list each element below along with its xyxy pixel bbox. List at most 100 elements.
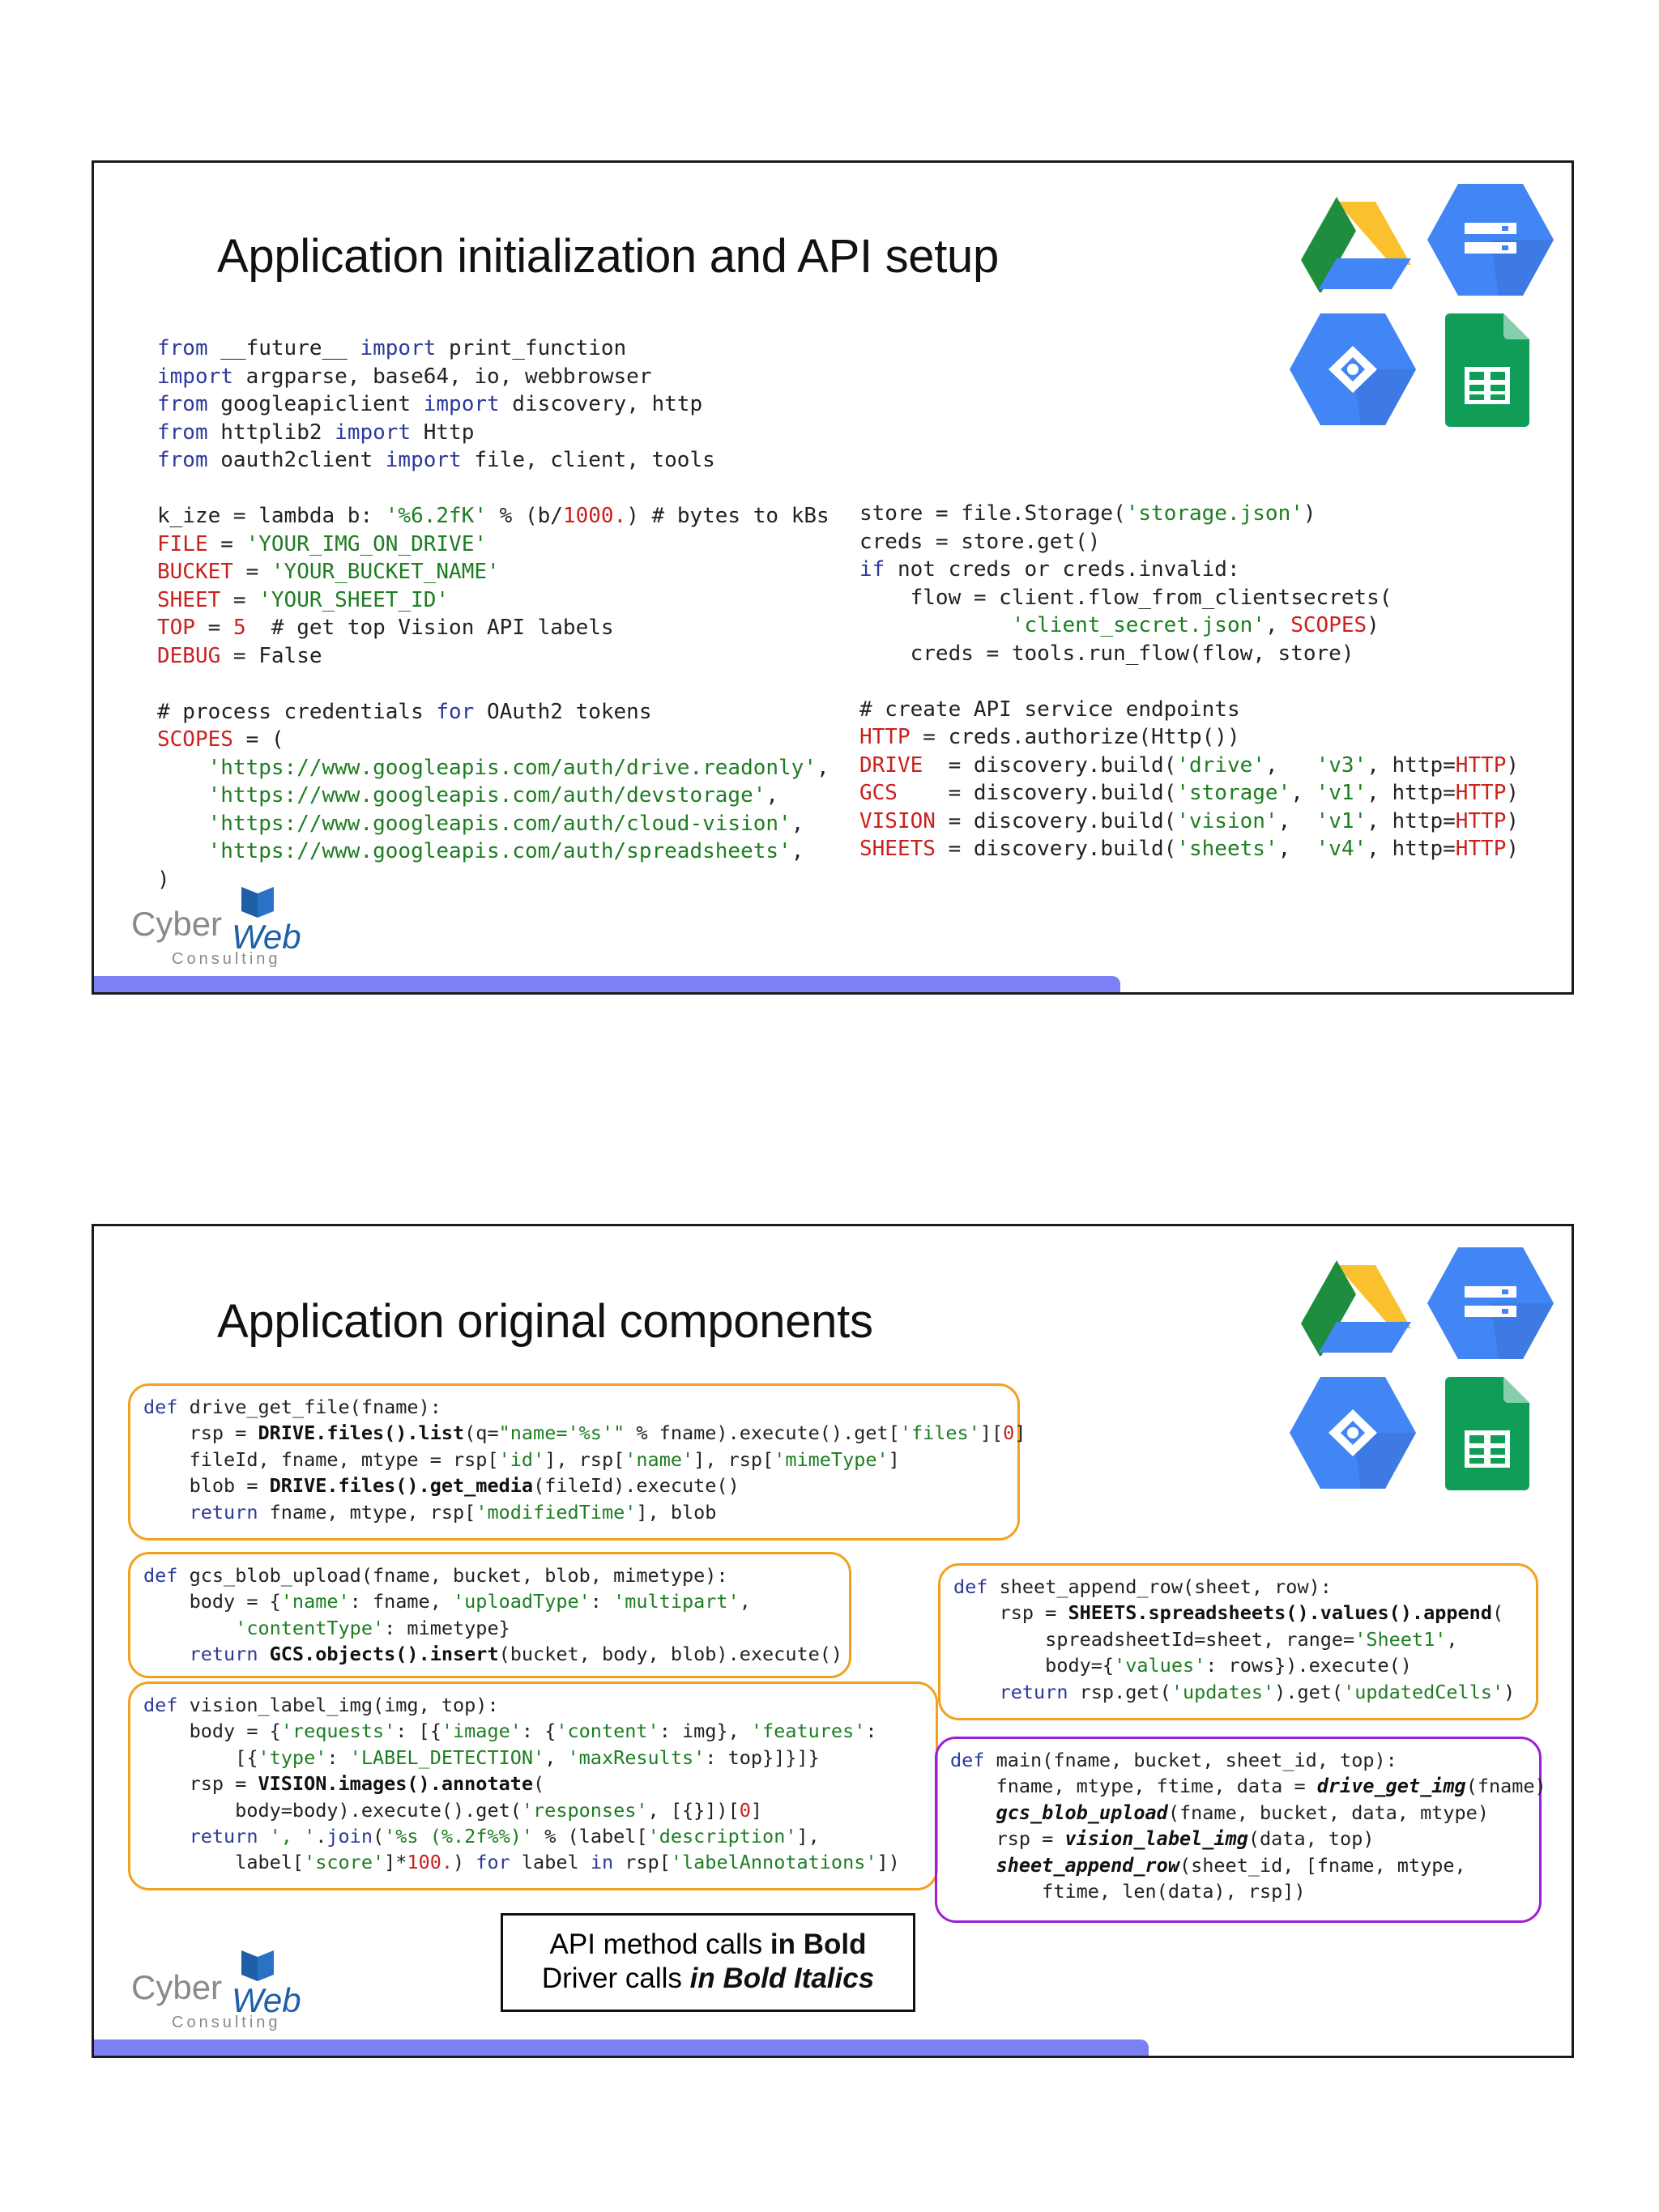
code-token: : [{: [395, 1720, 441, 1743]
code-token: return: [189, 1500, 258, 1524]
code-token: discovery, http: [499, 392, 703, 416]
code-token: rsp.get(: [1068, 1680, 1171, 1703]
code-token: = False: [220, 643, 322, 668]
code-token: body=body).execute().get(: [143, 1798, 522, 1822]
cyberweb-book-icon: [241, 887, 274, 918]
legend-line-bold: API method calls in Bold: [503, 1928, 913, 1962]
code-token: % (b/: [487, 504, 563, 528]
code-line: rsp = vision_label_img(data, top): [950, 1827, 1375, 1850]
code-token: VISION: [859, 808, 936, 833]
code-line: return GCS.objects().insert(bucket, body…: [143, 1643, 842, 1665]
code-token: # process credentials: [157, 699, 437, 724]
code-line: SHEETS = discovery.build('sheets', 'v4',…: [859, 837, 1519, 861]
code-token: , [{}])[: [647, 1798, 740, 1822]
code-token: ): [453, 1851, 476, 1874]
cloud-storage-icon: [1427, 184, 1554, 296]
code-token: [{: [143, 1745, 258, 1769]
code-box-main: def main(fname, bucket, sheet_id, top): …: [935, 1737, 1546, 1923]
code-line: label['score']*100.) for label in rsp['l…: [143, 1851, 900, 1873]
cloud-vision-icon: [1290, 313, 1416, 425]
code-line: store = file.Storage('storage.json'): [859, 501, 1316, 526]
code-box-gcs-blob-upload: def gcs_blob_upload(fname, bucket, blob,…: [128, 1552, 851, 1678]
code-line: k_ize = lambda b: '%6.2fK' % (b/1000.) #…: [157, 504, 830, 528]
code-token: ftime, len(data), rsp]): [950, 1880, 1306, 1903]
code-token: 'features': [750, 1720, 866, 1743]
code-token: ', ': [269, 1825, 316, 1848]
code-token: = discovery.build(: [935, 808, 1177, 833]
code-token: 'storage.json': [1125, 501, 1303, 526]
code-token: ,: [739, 1590, 751, 1613]
code-line: 'https://www.googleapis.com/auth/spreads…: [157, 839, 804, 863]
code-token: ).get(: [1274, 1680, 1344, 1703]
code-line: blob = DRIVE.files().get_media(fileId).e…: [143, 1474, 740, 1497]
code-token: 'score': [304, 1851, 385, 1874]
code-token: , http=: [1367, 781, 1456, 805]
code-token: import: [335, 420, 412, 445]
code-token: 0: [1003, 1421, 1015, 1445]
legend-text: API method calls: [549, 1929, 770, 1960]
code-box-vision-label-img: def vision_label_img(img, top): body = {…: [128, 1681, 938, 1890]
code-token: [859, 613, 1012, 637]
code-token: (fileId).execute(): [533, 1474, 740, 1498]
legend-bold-text: in Bold: [770, 1929, 867, 1960]
code-token: 'multipart': [613, 1590, 740, 1613]
code-token: drive_get_img: [1316, 1775, 1466, 1798]
code-token: oauth2client: [207, 448, 386, 472]
code-token: ,: [1446, 1627, 1458, 1651]
code-token: from: [157, 448, 208, 472]
google-sheets-icon: [1445, 313, 1529, 427]
code-token: [143, 1501, 190, 1524]
code-token: ): [1367, 613, 1380, 637]
code-token: SHEETS: [859, 837, 936, 861]
logo-word-web: Web: [232, 918, 301, 956]
code-box-sheet-append-row: def sheet_append_row(sheet, row): rsp = …: [938, 1563, 1538, 1720]
code-token: 'LABEL_DETECTION': [349, 1745, 545, 1769]
code-line: sheet_append_row(sheet_id, [fname, mtype…: [950, 1854, 1466, 1877]
code-token: (fname, bucket, data, mtype): [1167, 1801, 1489, 1824]
code-token: 'sheets': [1176, 837, 1278, 861]
code-token: BUCKET: [157, 560, 233, 584]
code-line: fname, mtype, ftime, data = drive_get_im…: [950, 1775, 1546, 1797]
logo-word-web: Web: [232, 1981, 301, 2019]
code-token: (sheet_id, [fname, mtype,: [1179, 1853, 1466, 1877]
code-token: in: [590, 1851, 614, 1874]
code-token: ]: [888, 1447, 900, 1471]
code-token: "name='%s'": [498, 1421, 625, 1445]
code-token: gcs_blob_upload: [996, 1801, 1168, 1824]
code-token: spreadsheetId=sheet, range=: [953, 1627, 1355, 1651]
code-line: 'contentType': mimetype}: [143, 1617, 510, 1639]
code-line: 'https://www.googleapis.com/auth/cloud-v…: [157, 812, 804, 836]
code-line: TOP = 5 # get top Vision API labels: [157, 616, 614, 640]
code-token: ,: [544, 1745, 568, 1769]
code-token: HTTP: [1455, 752, 1507, 778]
code-token: fname, mtype, ftime, data =: [950, 1775, 1317, 1798]
code-token: 'https://www.googleapis.com/auth/devstor…: [207, 783, 766, 808]
code-token: 'id': [498, 1447, 545, 1471]
code-token: ): [1303, 501, 1316, 526]
code-token: # get top Vision API labels: [245, 616, 614, 640]
code-token: (: [372, 1825, 385, 1848]
code-token: VISION.images().annotate: [258, 1772, 534, 1796]
code-token: '%s (%.2f%%)': [384, 1825, 534, 1848]
code-line: return fname, mtype, rsp['modifiedTime']…: [143, 1500, 717, 1524]
code-token: import: [385, 448, 462, 472]
code-line: def vision_label_img(img, top):: [143, 1694, 499, 1716]
code-token: DEBUG: [157, 643, 221, 668]
code-token: [157, 812, 208, 836]
code-token: =: [232, 560, 271, 584]
code-token: 'v1': [1316, 808, 1367, 833]
code-box-drive-get-file: def drive_get_file(fname): rsp = DRIVE.f…: [128, 1383, 1026, 1541]
code-token: : rows}).execute(): [1205, 1654, 1412, 1677]
code-token: 'contentType': [235, 1616, 385, 1639]
code-token: [157, 783, 208, 808]
code-token: import: [157, 364, 233, 389]
code-token: creds = tools.run_flow(flow, store): [859, 641, 1354, 666]
code-line: creds = tools.run_flow(flow, store): [859, 641, 1354, 666]
google-api-icons: [1288, 1239, 1554, 1498]
code-token: 'mimeType': [774, 1447, 889, 1471]
code-token: : fname,: [349, 1590, 454, 1613]
slide-title: Application original components: [217, 1295, 873, 1348]
code-line: from __future__ import print_function: [157, 336, 626, 360]
code-token: ): [1506, 808, 1520, 833]
code-token: argparse, base64, io, webbrowser: [232, 364, 652, 389]
